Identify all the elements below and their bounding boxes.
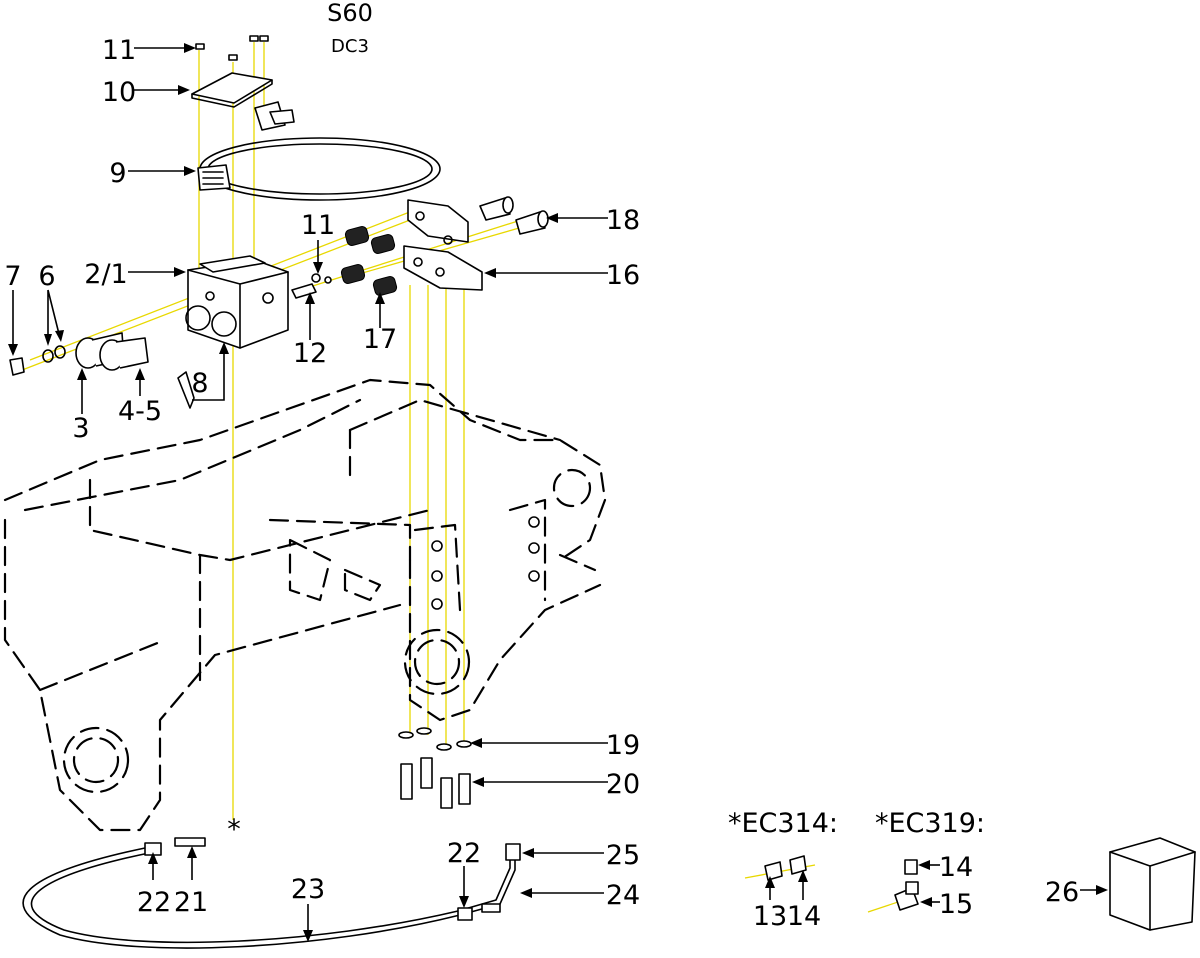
hose-assembly (22, 837, 521, 949)
asterisk-marker: * (227, 814, 241, 845)
callout-15: 15 (939, 889, 973, 920)
bolts (479, 196, 549, 235)
callout-14-ec314: 14 (787, 901, 821, 932)
callout-9: 9 (109, 158, 126, 189)
callout-10: 10 (102, 77, 136, 108)
protective-cover (1109, 837, 1196, 931)
wiring-harness (197, 101, 441, 201)
callout-6: 6 (38, 261, 55, 292)
callout-20: 20 (606, 769, 640, 800)
callout-11-top: 11 (102, 35, 136, 66)
variant-ec319-label: *EC319: (875, 808, 985, 839)
variant-subtitle: DC3 (331, 36, 369, 57)
valve-block (185, 255, 289, 349)
callout-labels: 11 10 9 2/1 7 6 3 4-5 8 11 12 17 18 16 1… (4, 35, 1079, 932)
ec314-fittings (764, 855, 807, 881)
callout-22-left: 22 (137, 887, 171, 918)
washers (398, 727, 472, 751)
callout-18: 18 (606, 205, 640, 236)
callout-23: 23 (291, 874, 325, 905)
ec319-fittings (894, 859, 919, 911)
callout-21: 21 (174, 887, 208, 918)
callout-3: 3 (72, 413, 89, 444)
attachment-frame (3, 378, 607, 832)
leader-lines (8, 43, 1108, 942)
callout-26: 26 (1045, 877, 1079, 908)
callout-14-ec319: 14 (939, 852, 973, 883)
locking-block (403, 199, 483, 291)
model-title: S60 (327, 0, 373, 27)
callout-22-right: 22 (447, 838, 481, 869)
callout-24: 24 (606, 880, 640, 911)
callout-7: 7 (4, 261, 21, 292)
wrench-icon (177, 371, 195, 409)
variant-ec314-label: *EC314: (728, 808, 838, 839)
callout-16: 16 (606, 260, 640, 291)
callout-4-5: 4-5 (118, 396, 162, 427)
callout-17: 17 (363, 324, 397, 355)
screw-icon (195, 35, 269, 61)
callout-8: 8 (191, 368, 208, 399)
link-plate (291, 273, 332, 299)
fittings-left (9, 332, 149, 376)
cap-screws (400, 757, 471, 809)
callout-11-mid: 11 (301, 210, 335, 241)
callout-25: 25 (606, 840, 640, 871)
callout-12: 12 (293, 338, 327, 369)
cover-plate (191, 72, 273, 108)
callout-2-1: 2/1 (84, 259, 127, 290)
callout-13: 13 (753, 901, 787, 932)
callout-19: 19 (606, 730, 640, 761)
springs (340, 226, 398, 296)
